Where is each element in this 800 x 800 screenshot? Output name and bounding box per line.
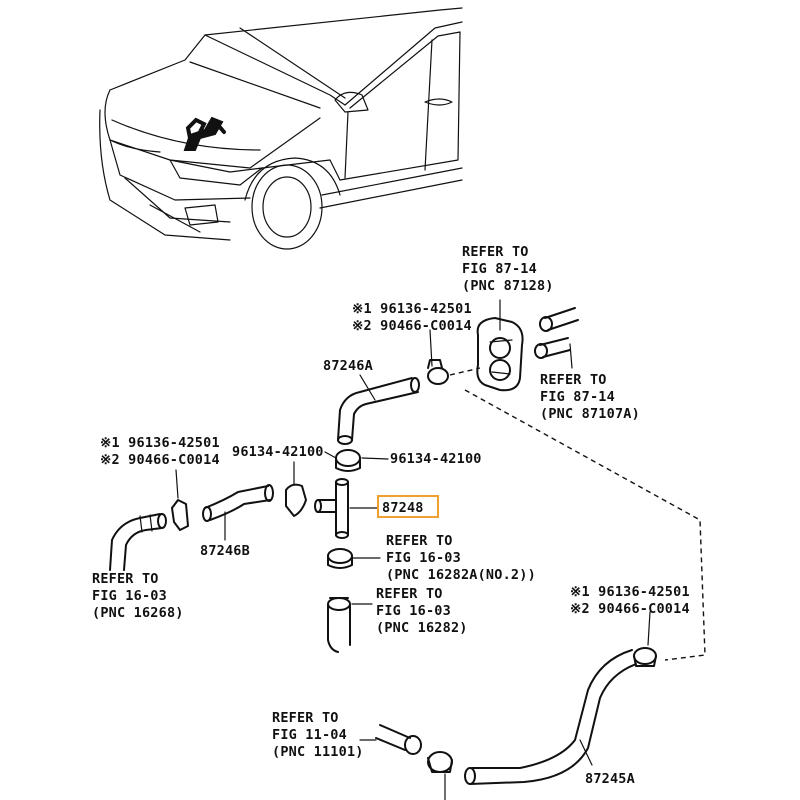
ref-16268-line2[interactable]: FIG 16-03 xyxy=(92,588,167,604)
leftclip-part-1: ※1 96136-42501 xyxy=(100,435,220,451)
left-clip-icon xyxy=(171,469,189,531)
rightclip-part-1: ※1 96136-42501 xyxy=(570,584,690,600)
topclip-part-2: ※2 90466-C0014 xyxy=(352,318,472,334)
ref-11101-line3[interactable]: (PNC 11101) xyxy=(272,744,364,760)
clamp-left-icon xyxy=(285,461,307,517)
engine-hose-icon xyxy=(183,116,226,151)
rightclip-part-2: ※2 90466-C0014 xyxy=(570,601,690,617)
dashed-route xyxy=(464,389,706,661)
ref-87107-line2[interactable]: FIG 87-14 xyxy=(540,389,615,405)
pipe-pair-icon xyxy=(534,307,579,369)
pipe-11101-icon xyxy=(359,724,453,800)
ref-16282a-line3[interactable]: (PNC 16282A(NO.2)) xyxy=(386,567,536,583)
clamp-lower-icon xyxy=(327,548,381,569)
ref-16282a-line2[interactable]: FIG 16-03 xyxy=(386,550,461,566)
topclip-part-1: ※1 96136-42501 xyxy=(352,301,472,317)
hose-clip-icon xyxy=(427,359,481,385)
right-clip-icon xyxy=(633,611,657,667)
ref-16282-line2[interactable]: FIG 16-03 xyxy=(376,603,451,619)
part-87248-label[interactable]: 87248 xyxy=(382,500,424,516)
hose-87246a-icon xyxy=(337,377,420,445)
car-illustration xyxy=(99,7,463,250)
hose-87246b-icon xyxy=(202,484,274,541)
hose-87245a-label: 87245A xyxy=(585,771,635,787)
ref-11101-line1[interactable]: REFER TO xyxy=(272,710,339,726)
hose-87245a-icon xyxy=(464,649,637,785)
ref-87128-line3[interactable]: (PNC 87128) xyxy=(462,278,554,294)
hose-87246a-label: 87246A xyxy=(323,358,373,374)
highlight-box xyxy=(377,495,439,518)
ref-16282-line3[interactable]: (PNC 16282) xyxy=(376,620,468,636)
ref-87107-line3[interactable]: (PNC 87107A) xyxy=(540,406,640,422)
hose-16268-icon xyxy=(109,513,167,571)
labels: REFER TO FIG 87-14 (PNC 87128) ※1 96136-… xyxy=(92,244,690,787)
leftclip-part-2: ※2 90466-C0014 xyxy=(100,452,220,468)
ref-16268-line3[interactable]: (PNC 16268) xyxy=(92,605,184,621)
t-connector-icon xyxy=(314,478,379,539)
clamp-upper-icon xyxy=(335,449,389,472)
ref-16282a-line1[interactable]: REFER TO xyxy=(386,533,453,549)
heater-valve-bracket-icon xyxy=(476,317,524,392)
ref-16268-line1[interactable]: REFER TO xyxy=(92,571,159,587)
ref-87128-line2[interactable]: FIG 87-14 xyxy=(462,261,537,277)
clamp-right-label: 96134-42100 xyxy=(390,451,482,467)
hose-16282-icon xyxy=(327,597,373,653)
hose-87246b-label: 87246B xyxy=(200,543,250,559)
ref-87107-line1[interactable]: REFER TO xyxy=(540,372,607,388)
ref-16282-line1[interactable]: REFER TO xyxy=(376,586,443,602)
clamp-left-label: 96134-42100 xyxy=(232,444,324,460)
ref-11101-line2[interactable]: FIG 11-04 xyxy=(272,727,347,743)
ref-87128-line1[interactable]: REFER TO xyxy=(462,244,529,260)
